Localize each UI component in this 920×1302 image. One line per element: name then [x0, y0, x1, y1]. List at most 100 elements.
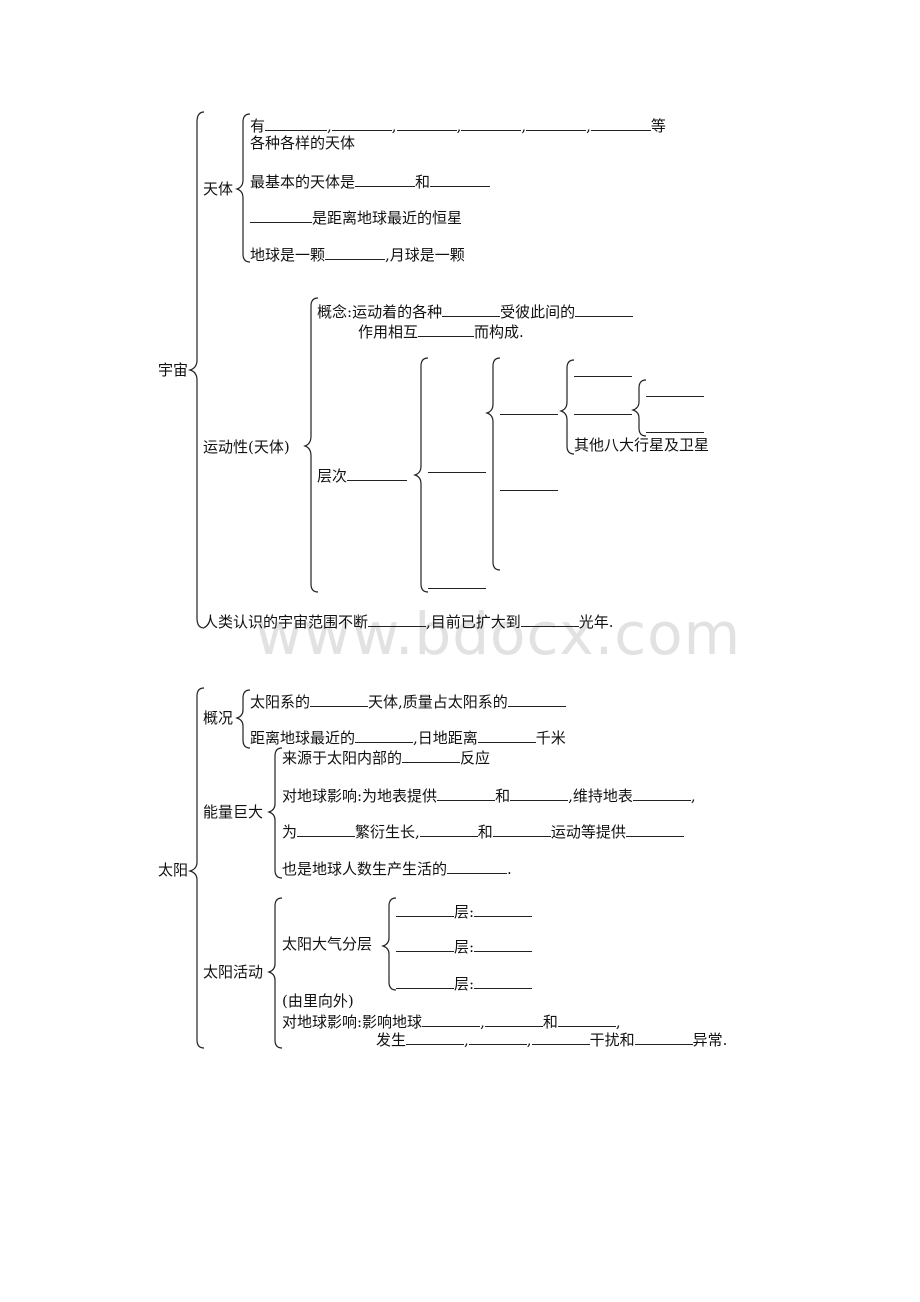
- text: 层:: [454, 975, 475, 993]
- blank-field[interactable]: [396, 974, 454, 989]
- blank-field[interactable]: [500, 414, 558, 415]
- energy-line4: 也是地球人数生产生活的.: [282, 859, 512, 878]
- text: 千米: [535, 729, 566, 747]
- brace-galaxy: [485, 357, 501, 571]
- text: 干扰和: [589, 1031, 635, 1049]
- blank-field[interactable]: [402, 748, 461, 763]
- blank-field[interactable]: [442, 302, 501, 317]
- text: 人类认识的宇宙范围不断: [203, 613, 369, 631]
- blank-field[interactable]: [477, 728, 536, 743]
- blank-field[interactable]: [575, 302, 634, 317]
- blank-field[interactable]: [396, 902, 454, 917]
- blank-field[interactable]: [396, 116, 457, 131]
- layer-line-2: 层:: [396, 937, 533, 956]
- text: 距离地球最近的: [250, 729, 356, 747]
- blank-field[interactable]: [310, 692, 369, 707]
- blank-field[interactable]: [625, 822, 684, 837]
- brace-activity: [267, 897, 283, 1049]
- text: 有: [250, 117, 266, 135]
- text: .: [507, 860, 512, 878]
- concept-line1: 概念:运动着的各种受彼此间的: [317, 302, 634, 321]
- blank-field[interactable]: [484, 1012, 543, 1027]
- celestial-line4: 地球是一颗,月球是一颗: [250, 245, 465, 264]
- text: 来源于太阳内部的: [282, 749, 403, 767]
- blank-field[interactable]: [474, 902, 533, 917]
- blank-field[interactable]: [492, 822, 551, 837]
- blank-field[interactable]: [526, 116, 587, 131]
- blank-field[interactable]: [396, 937, 454, 952]
- blank-field[interactable]: [347, 466, 408, 481]
- blank-field[interactable]: [325, 245, 386, 260]
- text: ,目前已扩大到: [426, 613, 521, 631]
- text: 作用相互: [358, 323, 419, 341]
- text: ,日地距离: [413, 729, 478, 747]
- text: 和: [542, 1013, 558, 1031]
- celestial-line1b: 各种各样的天体: [250, 134, 356, 152]
- text: 异常.: [692, 1031, 728, 1049]
- blank-field[interactable]: [422, 1012, 481, 1027]
- text: 地球是一颗: [250, 246, 326, 264]
- energy-line1: 来源于太阳内部的反应: [282, 748, 490, 767]
- blank-field[interactable]: [428, 472, 486, 473]
- text: 对地球影响:影响地球: [282, 1013, 423, 1031]
- blank-field[interactable]: [419, 822, 478, 837]
- universe-label: 宇宙: [158, 361, 189, 379]
- celestial-line3: 是距离地球最近的恒星: [250, 208, 462, 227]
- blank-field[interactable]: [646, 432, 704, 433]
- blank-field[interactable]: [590, 116, 651, 131]
- blank-field[interactable]: [531, 1030, 590, 1045]
- brace-overview: [235, 689, 251, 749]
- blank-field[interactable]: [355, 728, 414, 743]
- blank-field[interactable]: [265, 116, 328, 131]
- blank-field[interactable]: [574, 376, 632, 377]
- blank-field[interactable]: [557, 1012, 616, 1027]
- blank-field[interactable]: [510, 786, 569, 801]
- blank-field[interactable]: [574, 414, 632, 415]
- level-line: 层次: [317, 466, 408, 485]
- blank-field[interactable]: [437, 786, 496, 801]
- text: 层次: [317, 467, 348, 485]
- text: 光年.: [578, 613, 614, 631]
- blank-field[interactable]: [430, 172, 491, 187]
- blank-field[interactable]: [406, 1030, 465, 1045]
- text: ,: [690, 787, 696, 805]
- blank-field[interactable]: [250, 208, 312, 223]
- text: 层:: [454, 903, 475, 921]
- celestial-line2: 最基本的天体是和: [250, 172, 491, 191]
- blank-field[interactable]: [428, 588, 486, 589]
- layer-line-3: 层:: [396, 974, 533, 993]
- blank-field[interactable]: [520, 612, 579, 627]
- planets-label: 其他八大行星及卫星: [574, 436, 710, 454]
- text: 也是地球人数生产生活的: [282, 860, 448, 878]
- blank-field[interactable]: [646, 396, 704, 397]
- text: 太阳系的: [250, 693, 311, 711]
- blank-field[interactable]: [297, 822, 356, 837]
- brace-motion: [303, 297, 319, 593]
- blank-field[interactable]: [461, 116, 522, 131]
- blank-field[interactable]: [474, 937, 533, 952]
- blank-field[interactable]: [355, 172, 416, 187]
- overview-line2: 距离地球最近的 ,日地距离 千米: [250, 728, 566, 747]
- blank-field[interactable]: [632, 786, 691, 801]
- brace-universe: [187, 111, 205, 629]
- blank-field[interactable]: [507, 692, 566, 707]
- blank-field[interactable]: [500, 490, 558, 491]
- concept-line2: 作用相互而构成.: [358, 322, 524, 341]
- brace-atmosphere: [381, 897, 397, 991]
- blank-field[interactable]: [418, 322, 475, 337]
- watermark: www.bdocx.com: [255, 600, 742, 668]
- blank-field[interactable]: [634, 1030, 693, 1045]
- blank-field[interactable]: [474, 974, 533, 989]
- motion-label: 运动性(天体): [203, 438, 290, 456]
- blank-field[interactable]: [468, 1030, 527, 1045]
- text: 发生: [376, 1031, 407, 1049]
- blank-field[interactable]: [368, 612, 427, 627]
- blank-field[interactable]: [447, 859, 508, 874]
- energy-line2: 对地球影响:为地表提供和,维持地表,: [282, 786, 696, 805]
- overview-label: 概况: [203, 709, 234, 727]
- blank-field[interactable]: [331, 116, 392, 131]
- text: 层:: [454, 938, 475, 956]
- order-note: (由里向外): [282, 992, 354, 1010]
